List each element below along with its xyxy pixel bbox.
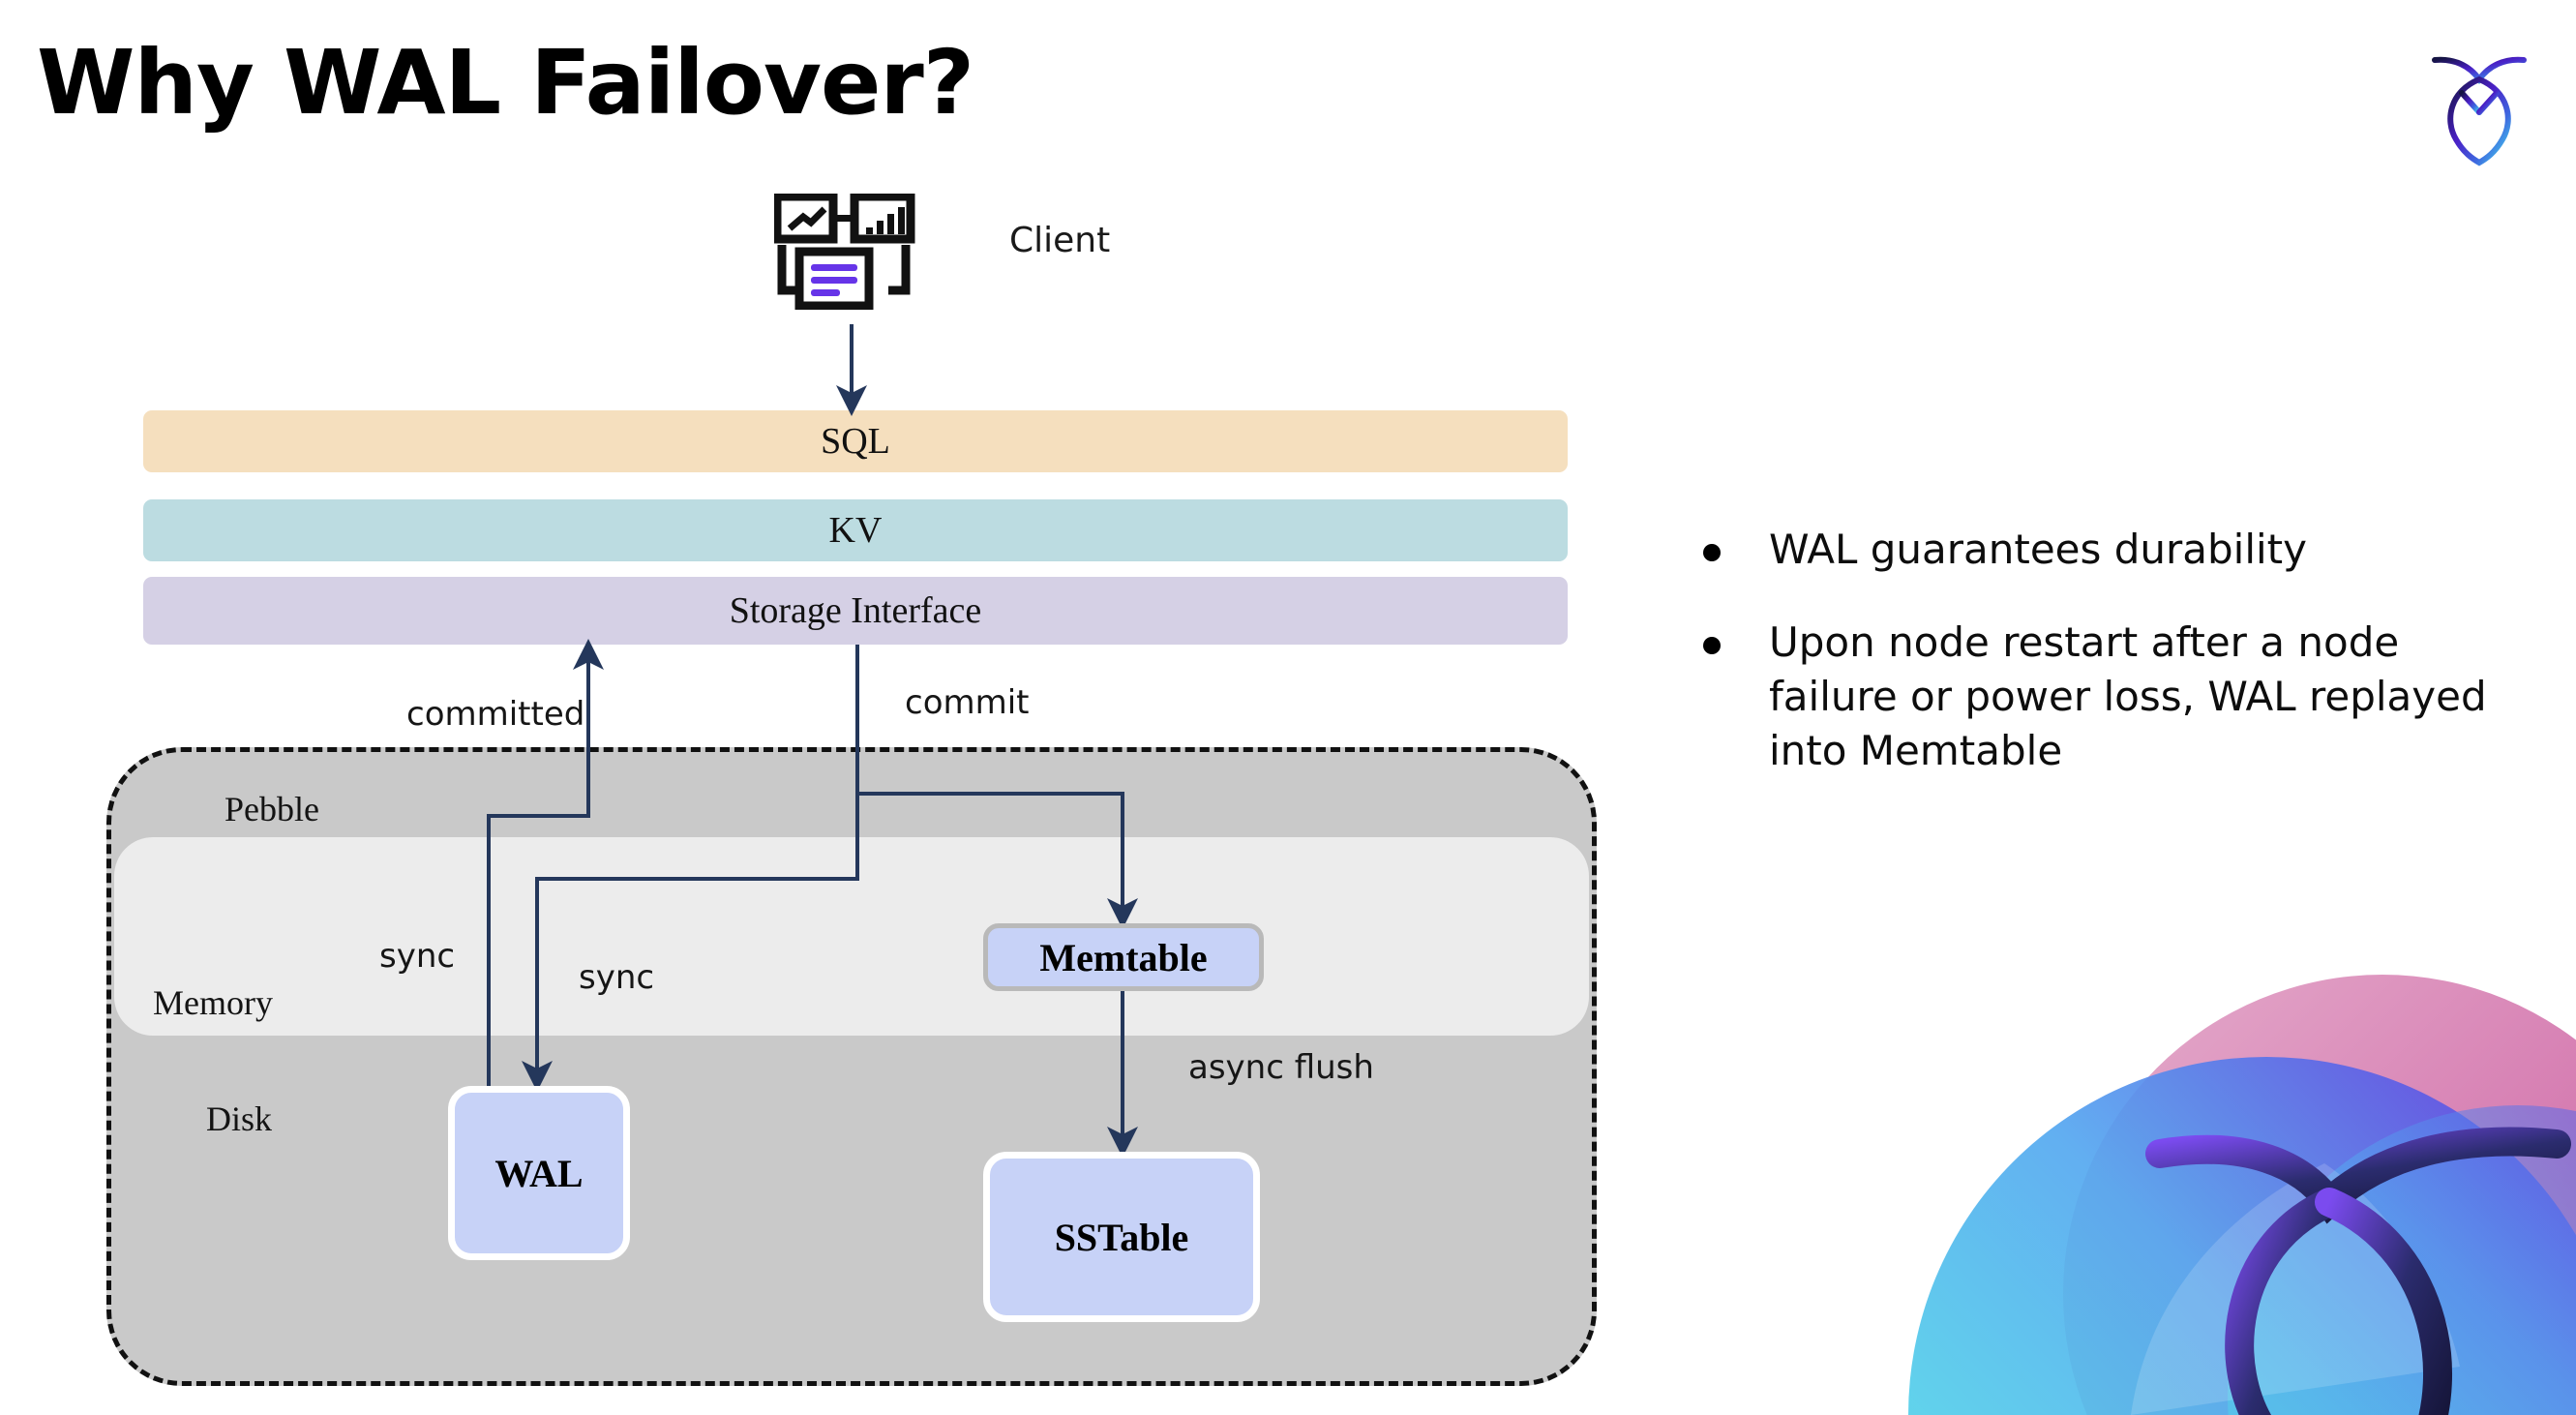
- layer-bar-sql: SQL: [143, 410, 1568, 472]
- layer-label-storage: Storage Interface: [729, 590, 982, 631]
- layer-bar-kv: KV: [143, 499, 1568, 561]
- bullet-dot-icon: [1703, 544, 1721, 561]
- list-item: Upon node restart after a node failure o…: [1703, 616, 2516, 778]
- edge-label-async-flush: async flush: [1188, 1048, 1374, 1087]
- node-label-sstable: SSTable: [1054, 1215, 1189, 1259]
- bullet-dot-icon: [1703, 636, 1721, 654]
- memory-region: [114, 837, 1589, 1036]
- memory-label: Memory: [153, 983, 273, 1022]
- layer-bar-storage: Storage Interface: [143, 577, 1568, 645]
- edge-label-sync-right: sync: [579, 958, 655, 997]
- edge-label-sync-left: sync: [379, 937, 456, 976]
- client-dashboard-icon: [774, 194, 929, 310]
- bullet-list: WAL guarantees durability Upon node rest…: [1703, 523, 2516, 816]
- cockroachdb-logo: [2411, 37, 2547, 172]
- node-label-wal: WAL: [494, 1151, 584, 1195]
- layer-label-kv: KV: [828, 510, 883, 551]
- edge-label-commit: commit: [905, 683, 1030, 722]
- page-title: Why WAL Failover?: [37, 31, 974, 135]
- decorative-brand-graphic: [1841, 912, 2576, 1415]
- bullet-text: WAL guarantees durability: [1769, 526, 2308, 573]
- disk-label: Disk: [206, 1099, 273, 1138]
- node-label-memtable: Memtable: [1039, 935, 1208, 979]
- bullet-text: Upon node restart after a node failure o…: [1769, 617, 2487, 774]
- node-memtable: Memtable: [983, 923, 1264, 991]
- edge-label-committed: committed: [406, 695, 585, 734]
- node-sstable: SSTable: [983, 1152, 1260, 1322]
- list-item: WAL guarantees durability: [1703, 523, 2516, 577]
- layer-label-sql: SQL: [821, 421, 890, 462]
- node-wal: WAL: [448, 1086, 630, 1260]
- pebble-label: Pebble: [225, 790, 319, 828]
- client-label: Client: [1009, 221, 1111, 260]
